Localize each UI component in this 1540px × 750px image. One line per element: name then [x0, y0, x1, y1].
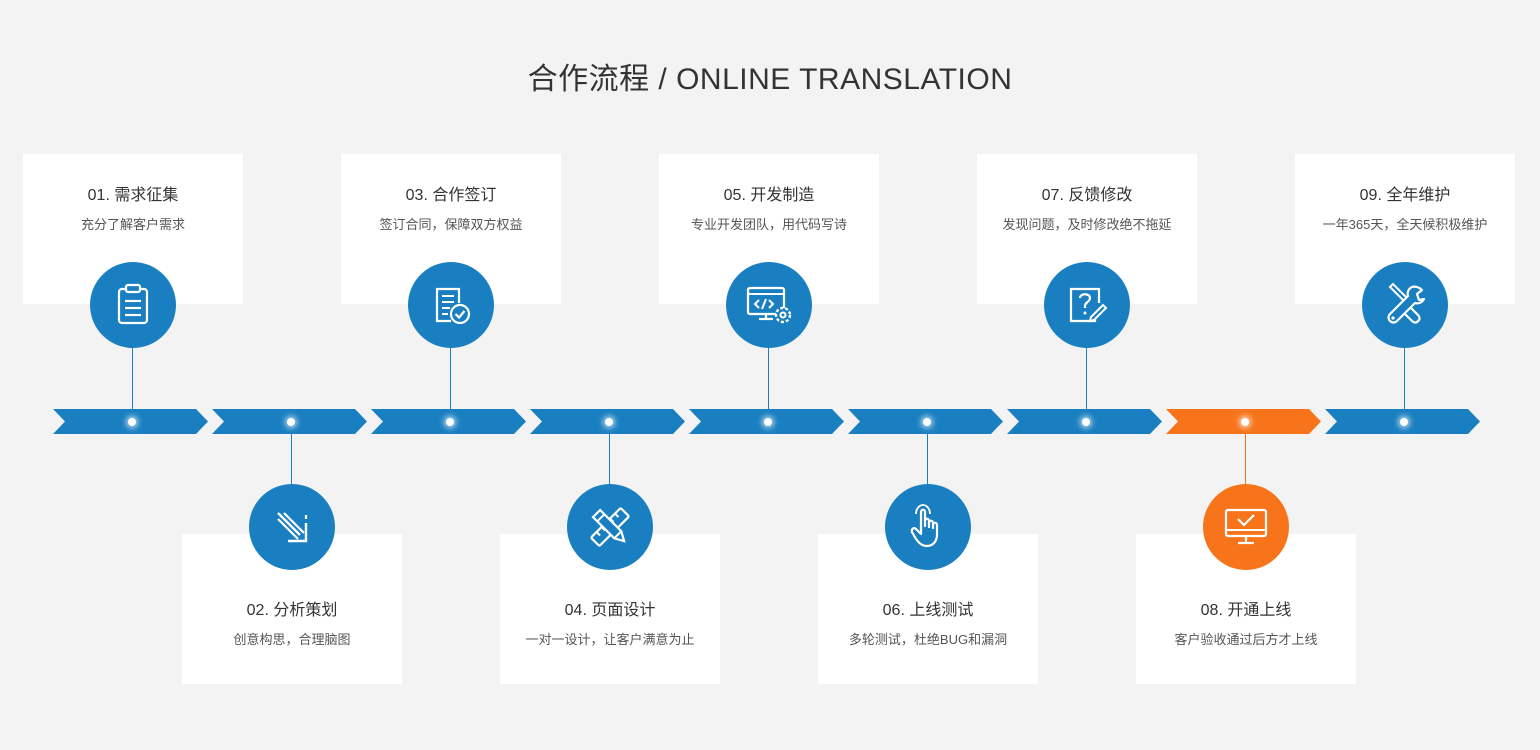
question-edit-icon [1069, 287, 1108, 323]
step-title: 04. 页面设计 [564, 602, 656, 619]
step-title: 03. 合作签订 [405, 187, 497, 204]
step-title: 05. 开发制造 [723, 187, 815, 204]
step-icon-circle [1044, 262, 1130, 348]
step-icon-circle [1203, 484, 1289, 570]
step-icon-circle [408, 262, 494, 348]
step-description: 专业开发团队，用代码写诗 [690, 217, 847, 232]
step-description: 一对一设计，让客户满意为止 [525, 632, 695, 647]
step-connector [1245, 421, 1246, 485]
step-title: 01. 需求征集 [87, 187, 179, 204]
step-description: 发现问题，及时修改绝不拖延 [1002, 217, 1172, 232]
step-card-07: 07. 反馈修改 发现问题，及时修改绝不拖延 [977, 154, 1197, 304]
step-icon-circle [726, 262, 812, 348]
code-monitor-gear-icon [746, 286, 792, 324]
step-connector [291, 421, 292, 485]
monitor-check-icon [1224, 508, 1268, 545]
page-title: 合作流程 / ONLINE TRANSLATION [527, 63, 1013, 96]
step-card-08: 08. 开通上线 客户验收通过后方才上线 [1136, 534, 1356, 684]
timeline-dot [764, 417, 772, 426]
step-icon-circle [567, 484, 653, 570]
step-title: 02. 分析策划 [246, 602, 338, 619]
pencil-ruler-icon [590, 507, 630, 547]
step-title: 06. 上线测试 [882, 602, 974, 619]
step-connector [609, 421, 610, 485]
contract-check-icon [435, 287, 471, 325]
timeline-dot [923, 417, 931, 426]
step-connector [132, 347, 133, 421]
step-title: 07. 反馈修改 [1041, 187, 1133, 204]
step-description: 客户验收通过后方才上线 [1174, 632, 1318, 647]
step-connector [1086, 347, 1087, 421]
timeline-dot [128, 417, 136, 426]
step-icon-circle [885, 484, 971, 570]
timeline-dot [605, 417, 613, 426]
step-icon-circle [90, 262, 176, 348]
step-description: 充分了解客户需求 [80, 217, 185, 232]
timeline-dot [1400, 417, 1408, 426]
timeline-dot [287, 417, 295, 426]
diagonal-arrow-icon [277, 512, 308, 543]
step-icon-circle [249, 484, 335, 570]
step-connector [1404, 347, 1405, 421]
timeline-dot [1082, 417, 1090, 426]
tools-icon [1387, 282, 1426, 324]
clipboard-icon [117, 283, 149, 325]
step-connector [450, 347, 451, 421]
step-description: 一年365天，全天候积极维护 [1322, 217, 1488, 232]
step-connector [768, 347, 769, 421]
step-description: 签订合同，保障双方权益 [379, 217, 523, 232]
timeline-dot [1241, 417, 1249, 426]
step-connector [927, 421, 928, 485]
step-description: 多轮测试，杜绝BUG和漏洞 [848, 632, 1008, 647]
pointing-hand-icon [910, 504, 939, 548]
step-icon-circle [1362, 262, 1448, 348]
step-description: 创意构思，合理脑图 [233, 632, 351, 647]
step-title: 09. 全年维护 [1359, 187, 1451, 204]
step-title: 08. 开通上线 [1200, 602, 1292, 619]
timeline-dot [446, 417, 454, 426]
